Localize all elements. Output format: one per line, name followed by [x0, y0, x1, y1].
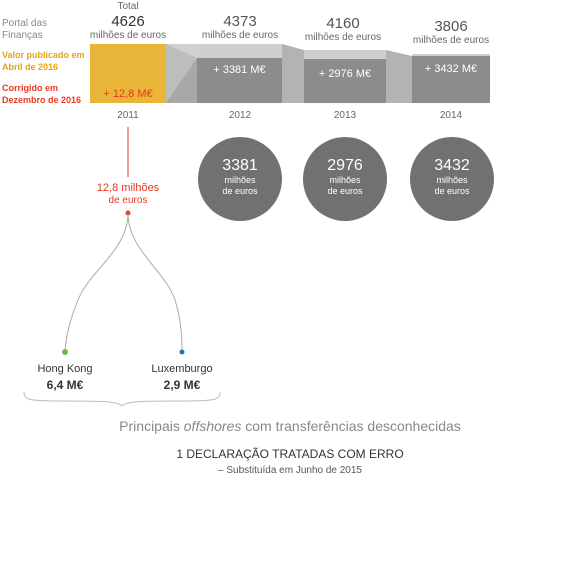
unit-label: milhões de euros: [201, 30, 279, 41]
circle-2014: 3432 milhões de euros: [410, 137, 494, 221]
legend-published: Valor publicado em Abril de 2016: [2, 50, 85, 72]
destination-name-hong-kong: Hong Kong: [37, 363, 93, 375]
column-head-2011: Total 4626 milhões de euros: [78, 1, 178, 42]
callout-unit: de euros: [108, 195, 148, 206]
circle-unit-line2: de euros: [327, 186, 363, 196]
column-head-2013: 4160 milhões de euros: [293, 15, 393, 44]
circle-unit-line2: de euros: [222, 186, 258, 196]
branch-luxemburgo: [127, 212, 183, 353]
band-top-2013: [304, 50, 386, 59]
declaration-note: – Substituída em Junho de 2015: [218, 465, 362, 476]
destination-value-hong-kong: 6,4 M€: [46, 378, 84, 392]
band-connector-2013-2014: [386, 50, 412, 103]
published-value-2014: 3806: [434, 18, 468, 35]
dot-luxemburgo: [179, 349, 185, 355]
band-bar-2014: [412, 56, 490, 103]
band-bar-2012: [197, 58, 282, 103]
unit-label: milhões de euros: [89, 30, 167, 41]
legend-portal-financas: Portal das Finanças: [2, 18, 48, 41]
unit-label: milhões de euros: [304, 32, 382, 43]
destination-name-luxemburgo: Luxemburgo: [151, 363, 213, 375]
band-bar-2011: [90, 44, 166, 103]
destination-value-luxemburgo: 2,9 M€: [163, 378, 201, 392]
published-value-2012: 4373: [223, 13, 257, 30]
unit-label: milhões de euros: [412, 35, 490, 46]
subtitle-em: offshores: [183, 418, 242, 434]
band-connector-2012-2013: [282, 44, 304, 103]
band-top-2012: [197, 44, 282, 58]
correction-label-2014: + 3432 M€: [424, 63, 478, 75]
circle-unit-line2: de euros: [434, 186, 470, 196]
callout-value: 12,8 milhões: [96, 182, 160, 194]
circle-value-2014: 3432: [434, 157, 470, 174]
circle-unit-line1: milhões: [224, 175, 256, 185]
year-2012: 2012: [228, 110, 252, 121]
circle-2013: 2976 milhões de euros: [303, 137, 387, 221]
published-value-2013: 4160: [326, 15, 360, 32]
circle-unit-line1: milhões: [329, 175, 361, 185]
legend-corrected: Corrigido em Dezembro de 2016: [2, 83, 82, 105]
callout-2011: 12,8 milhões de euros: [78, 182, 178, 207]
band-bar-2013: [304, 59, 386, 103]
circle-value-2012: 3381: [222, 157, 258, 174]
subtitle-post: com transferências desconhecidas: [241, 418, 461, 434]
year-2013: 2013: [333, 110, 357, 121]
band-diagonal-2011: [166, 58, 197, 103]
year-2011: 2011: [117, 110, 139, 121]
branch-hong-kong: [64, 212, 129, 353]
year-2014: 2014: [439, 110, 463, 121]
destinations-brace: [23, 391, 221, 407]
subtitle-pre: Principais: [119, 418, 184, 434]
subtitle: Principais offshores com transferências …: [0, 418, 580, 434]
column-head-2012: 4373 milhões de euros: [190, 13, 290, 42]
declaration-title: 1 DECLARAÇÃO TRATADAS COM ERRO: [176, 447, 404, 461]
total-label: Total: [117, 1, 139, 12]
circle-2012: 3381 milhões de euros: [198, 137, 282, 221]
correction-label-2011: + 12,8 M€: [103, 88, 153, 100]
dot-hong-kong: [62, 349, 68, 355]
column-head-2014: 3806 milhões de euros: [401, 18, 501, 47]
circle-unit-line1: milhões: [436, 175, 468, 185]
published-value-2011: 4626: [111, 13, 145, 30]
circle-value-2013: 2976: [327, 157, 363, 174]
correction-label-2012: + 3381 M€: [213, 64, 266, 76]
correction-label-2013: + 2976 M€: [318, 68, 372, 80]
